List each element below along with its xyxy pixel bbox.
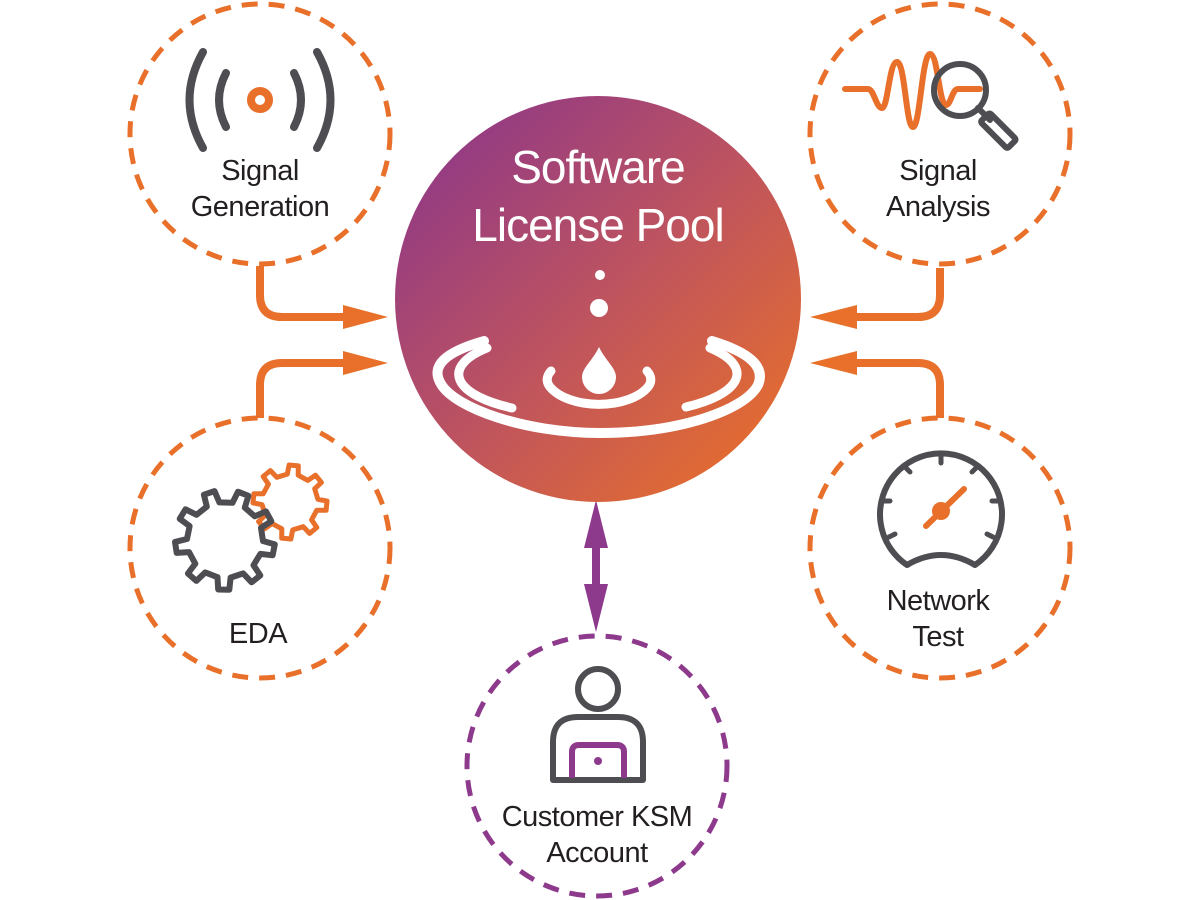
arrowhead-signal-analysis: [810, 305, 857, 329]
waveform-icon: [842, 50, 983, 131]
gear-large-icon: [172, 488, 278, 593]
arrowhead-network-test: [810, 351, 857, 375]
arrowhead-eda: [343, 351, 388, 375]
dashed-circle: [127, 415, 393, 681]
dashed-circle: [464, 633, 730, 899]
arrow-signal-generation: [256, 266, 345, 321]
dashed-circle: [807, 1, 1073, 267]
waveform-magnifier-icon: [842, 50, 1019, 151]
arrowhead-down: [584, 584, 608, 632]
arrow-customer-ksm-account: [584, 500, 608, 632]
user-laptop-icon: [550, 666, 646, 783]
connectors: [256, 266, 944, 418]
node-label-line1: Network: [887, 585, 991, 617]
arrow-eda: [256, 359, 345, 418]
software-license-pool[interactable]: Software License Pool: [395, 96, 801, 502]
node-label-line2: Account: [546, 837, 648, 869]
node-network-test[interactable]: Network Test: [807, 415, 1073, 681]
node-signal-analysis[interactable]: Signal Analysis: [807, 1, 1073, 267]
broadcast-signal-icon: [185, 48, 335, 152]
laptop-icon: [569, 742, 627, 778]
magnifier-icon: [931, 61, 1019, 151]
node-label-line2: Analysis: [886, 191, 990, 223]
dashed-circle: [807, 415, 1073, 681]
gear-small-icon: [250, 462, 330, 542]
node-label-line1: Signal: [221, 155, 299, 187]
speedometer-icon: [877, 450, 1005, 568]
user-body-icon: [550, 714, 646, 783]
node-eda[interactable]: EDA: [127, 415, 393, 681]
user-head-icon: [575, 666, 621, 712]
node-signal-generation[interactable]: Signal Generation: [127, 1, 393, 267]
water-drop-ripple-icon: [432, 270, 765, 439]
node-label-line1: Customer KSM: [502, 801, 693, 833]
gears-icon: [172, 462, 330, 593]
node-label-line1: Signal: [899, 155, 977, 187]
arrow-network-test: [855, 359, 944, 418]
pool-title-line1: Software: [511, 141, 685, 193]
node-label-line2: Test: [912, 621, 964, 653]
dashed-circle: [127, 1, 393, 267]
arrowhead-signal-generation: [343, 305, 388, 329]
pool-title-line2: License Pool: [472, 199, 723, 251]
node-label-line1: EDA: [229, 618, 288, 650]
arrow-signal-analysis: [855, 268, 944, 321]
arrowhead-up: [584, 500, 608, 548]
node-customer-ksm-account[interactable]: Customer KSM Account: [464, 633, 730, 899]
node-label-line2: Generation: [191, 191, 330, 223]
